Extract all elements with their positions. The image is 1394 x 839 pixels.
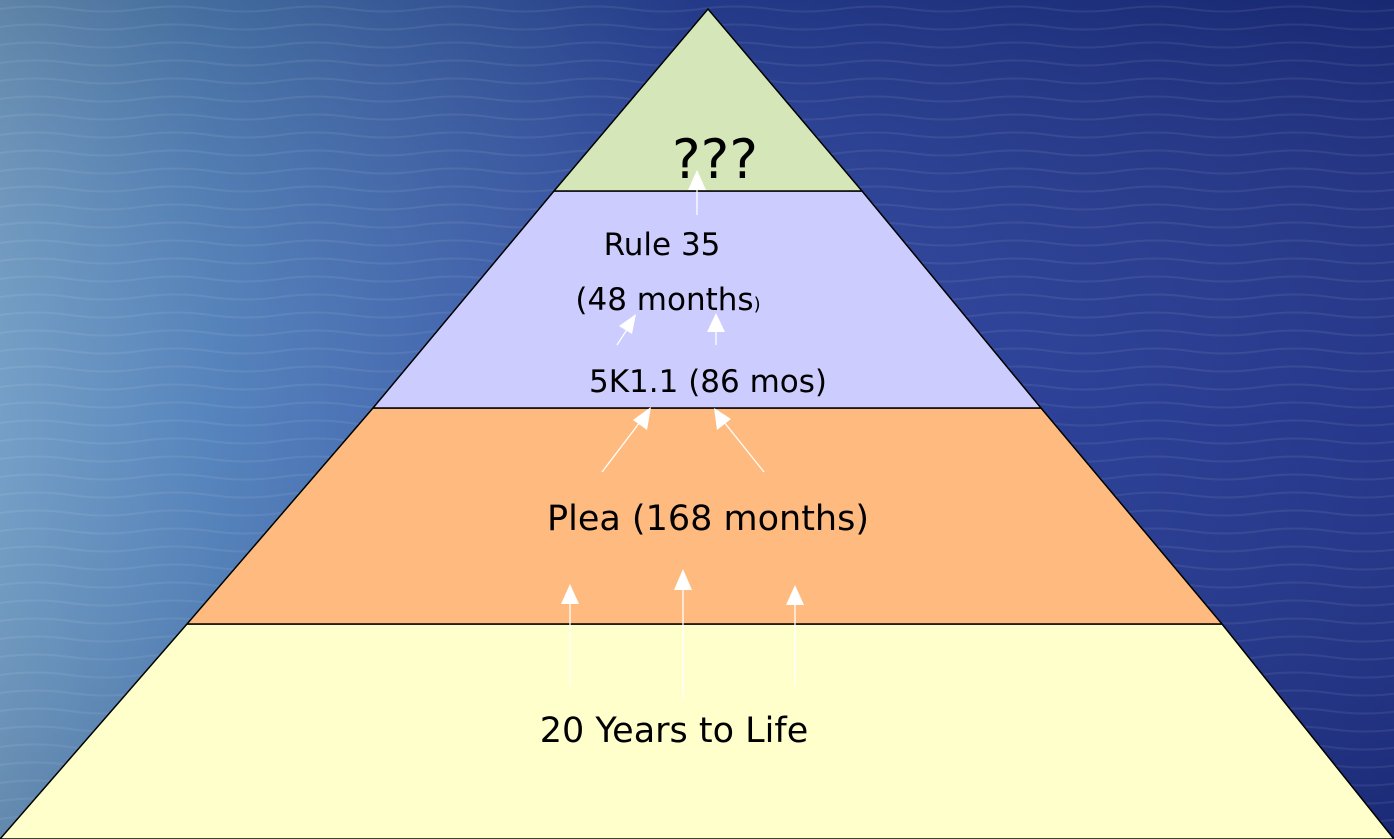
- arrow-base-to-plea-center-head: [674, 569, 692, 590]
- arrow-5k11-to-rule35-left: [616, 327, 629, 346]
- arrow-plea-to-5k11-right-head: [714, 408, 731, 430]
- arrows: [561, 170, 804, 698]
- tier-second-label-5k11: 5K1.1 (86 mos): [589, 364, 827, 400]
- tier-second-label-months: (48 months): [575, 282, 760, 318]
- tier-top-label: ???: [672, 128, 758, 191]
- arrow-5k11-to-rule35-left-head: [619, 314, 636, 334]
- tier-base-label: 20 Years to Life: [540, 711, 808, 751]
- arrow-5k11-to-rule35-right-head: [707, 313, 725, 332]
- tier-plea-label: Plea (168 months): [547, 499, 869, 539]
- tier-second-months-text: (48 months: [575, 282, 753, 318]
- arrow-plea-to-5k11-left-head: [633, 407, 651, 430]
- pyramid-tier-top: [552, 7, 864, 192]
- arrow-plea-to-5k11-left: [601, 421, 641, 473]
- arrow-base-to-plea-left-head: [561, 584, 579, 604]
- arrow-base-to-plea-right-head: [786, 585, 804, 605]
- tier-second-label-rule35: Rule 35: [604, 227, 721, 263]
- tier-second-months-paren: ): [754, 294, 761, 315]
- arrow-plea-to-5k11-right: [723, 421, 765, 473]
- arrow-rule35-to-top-head: [688, 170, 706, 190]
